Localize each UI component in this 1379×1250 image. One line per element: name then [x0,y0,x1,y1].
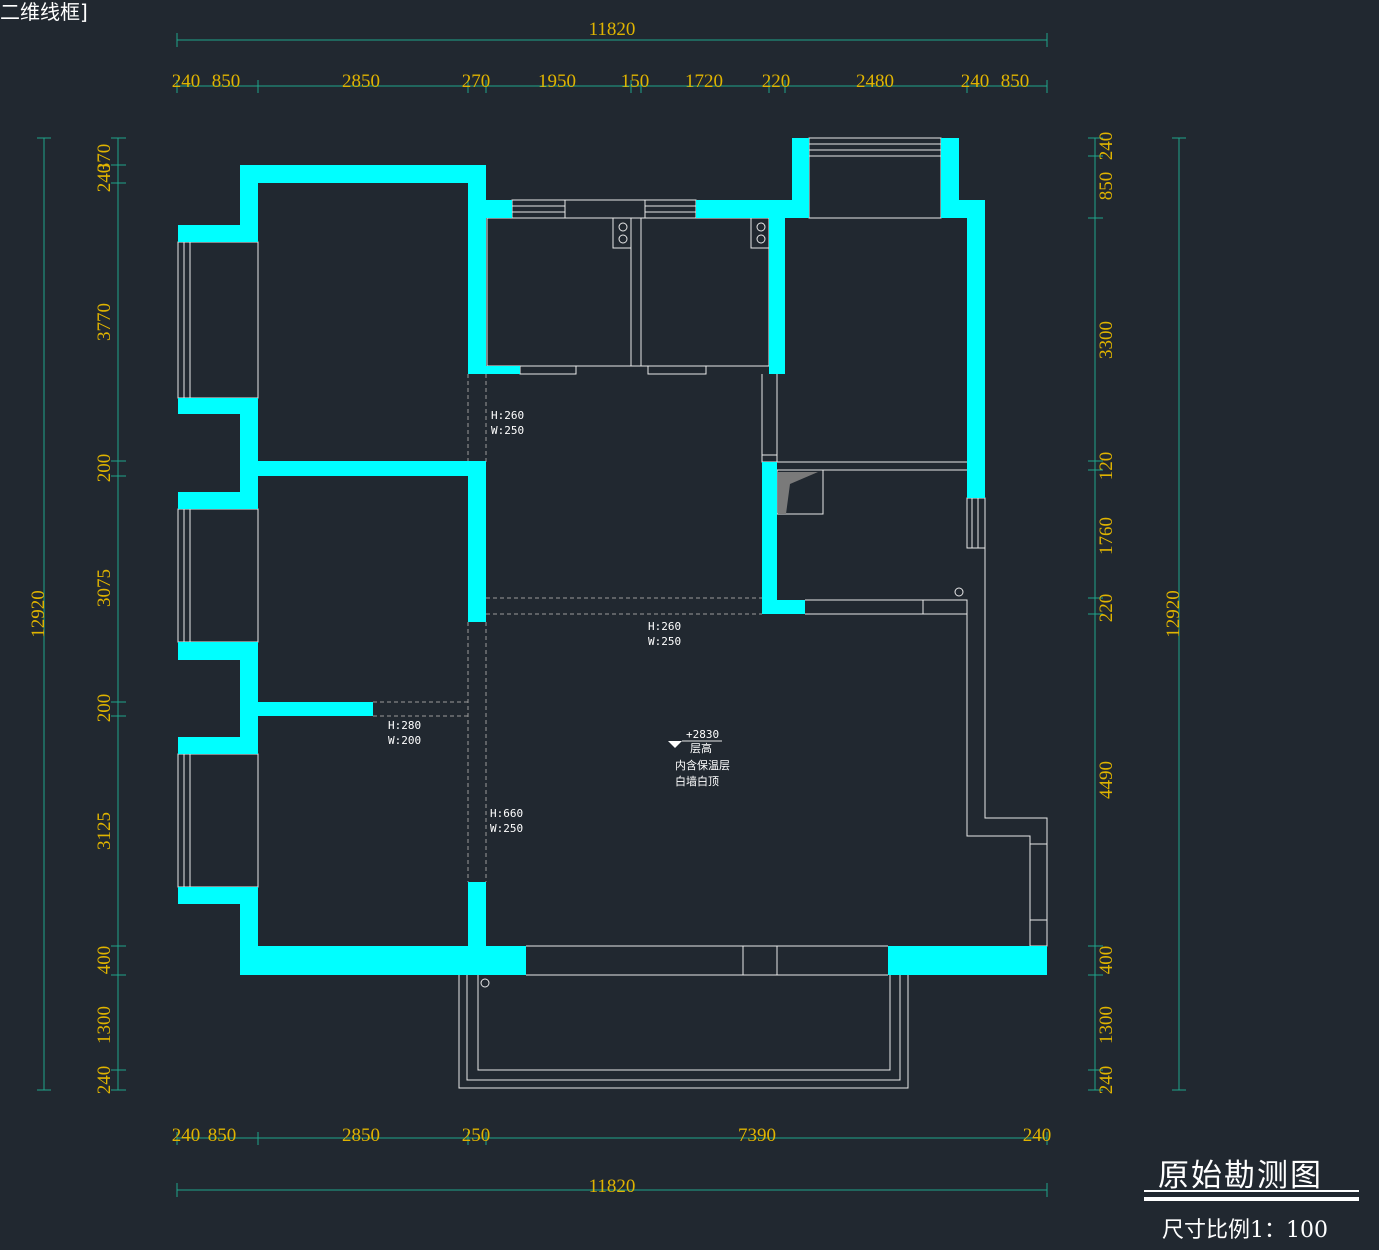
dim-left-6: 200 [94,694,115,723]
dim-left-2: 370 [94,144,115,173]
dim-bottom-1: 240 [172,1125,201,1146]
opening-1-height: H:260 [491,409,524,422]
dim-right-8: 400 [1096,946,1117,975]
dimension-lines [37,33,1186,1197]
walls [178,138,1047,975]
dim-top-11: 850 [1001,71,1030,92]
dim-bottom-3: 2850 [342,1125,380,1146]
dim-left-7: 3125 [94,812,115,850]
dim-bottom-6: 240 [1023,1125,1052,1146]
dim-top-2: 850 [212,71,241,92]
dim-top-10: 240 [961,71,990,92]
dim-bottom-5: 7390 [738,1125,776,1146]
dim-top-3: 2850 [342,71,380,92]
dim-top-4: 270 [462,71,491,92]
dimension-texts: 11820 240 850 2850 270 1950 150 1720 220… [28,19,1184,1197]
level-line-2: 内含保温层 [675,758,730,772]
dim-top-total: 11820 [589,19,636,40]
opening-3-height: H:280 [388,719,421,732]
opening-2-width: W:250 [648,635,681,648]
opening-4-height: H:660 [490,807,523,820]
opening-3-width: W:200 [388,734,421,747]
dim-right-1: 240 [1096,132,1117,161]
dim-left-5: 3075 [94,569,115,607]
dim-top-7: 1720 [685,71,723,92]
opening-annotations: H:260 W:250 H:260 W:250 H:280 W:200 H:66… [388,409,681,835]
title-rule-thick [1144,1197,1359,1201]
dim-right-3: 3300 [1096,321,1117,359]
opening-lines [373,374,762,882]
dim-top-8: 220 [762,71,791,92]
dim-right-2: 850 [1096,172,1117,201]
drawing-title: 原始勘测图 [1158,1158,1323,1194]
dim-right-5: 1760 [1096,517,1117,555]
dim-left-10: 240 [94,1066,115,1095]
dim-left-3: 3770 [94,303,115,341]
opening-1-width: W:250 [491,424,524,437]
dim-right-total: 12920 [1163,590,1184,638]
dim-bottom-total: 11820 [589,1176,636,1197]
dim-right-7: 4490 [1096,761,1117,799]
dim-top-6: 150 [621,71,650,92]
level-line-1: 层高 [690,741,712,755]
level-line-3: 白墙白顶 [675,774,719,788]
dim-top-5: 1950 [538,71,576,92]
dim-right-9: 1300 [1096,1006,1117,1044]
drawing-scale: 尺寸比例1：100 [1162,1218,1328,1243]
dim-right-10: 240 [1096,1066,1117,1095]
dim-right-4: 120 [1096,452,1117,481]
dim-left-total: 12920 [28,590,49,638]
dim-left-8: 400 [94,946,115,975]
dim-top-1: 240 [172,71,201,92]
opening-2-height: H:260 [648,620,681,633]
dim-bottom-2: 850 [208,1125,237,1146]
dim-left-4: 200 [94,454,115,483]
dim-bottom-4: 250 [462,1125,491,1146]
dim-right-6: 220 [1096,594,1117,623]
plan-lines [177,137,1048,1089]
opening-4-width: W:250 [490,822,523,835]
level-elevation: +2830 [686,728,719,741]
dim-left-9: 1300 [94,1006,115,1044]
level-note: +2830 层高 内含保温层 白墙白顶 [668,728,730,788]
dim-top-9: 2480 [856,71,894,92]
level-marker-icon [668,741,682,748]
viewport-label[interactable]: 二维线框] [0,0,88,24]
dim-left-1: 240 [94,164,115,193]
title-rule-thin [1144,1190,1359,1192]
